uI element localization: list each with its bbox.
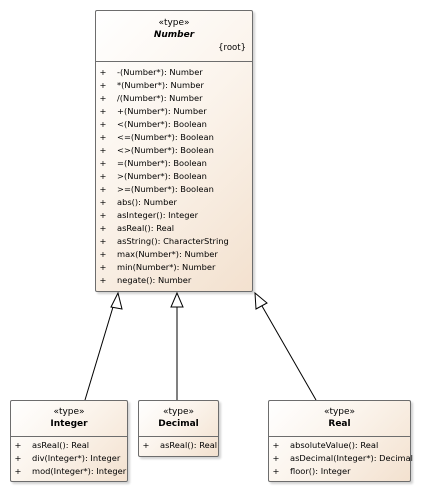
real-operation[interactable]: + floor(): Integer — [269, 465, 410, 478]
real-operations: + absoluteValue(): Real + asDecimal(Integer… — [269, 437, 413, 478]
number-class[interactable]: «type» Number {root} + -(Number*): Number… — [95, 10, 253, 292]
number-operation[interactable]: + max(Number*): Number — [96, 248, 252, 261]
visibility-marker: + — [272, 466, 280, 476]
real-stereotype: «type» — [323, 407, 356, 417]
decimal-generalization-arrowhead — [170, 291, 184, 308]
number-operation[interactable]: + asReal(): Real — [96, 222, 252, 235]
visibility-marker: + — [99, 145, 107, 155]
visibility-marker: + — [99, 67, 107, 77]
number-operation[interactable]: + negate(): Number — [96, 274, 252, 287]
real-operation[interactable]: + absoluteValue(): Real — [269, 439, 410, 452]
visibility-marker: + — [99, 197, 107, 207]
decimal-class-header: «type» Decimal — [139, 401, 218, 437]
operation-signature: <=(Number*): Boolean — [117, 132, 214, 142]
number-operation[interactable]: + >=(Number*): Boolean — [96, 183, 252, 196]
decimal-stereotype: «type» — [162, 407, 195, 417]
visibility-marker: + — [99, 249, 107, 259]
visibility-marker: + — [99, 184, 107, 194]
real-class-name: Real — [328, 419, 351, 429]
operation-signature: absoluteValue(): Real — [290, 440, 379, 450]
integer-class-header: «type» Integer — [11, 401, 127, 437]
decimal-class[interactable]: «type» Decimal + asReal(): Real — [138, 400, 219, 457]
operation-signature: <(Number*): Boolean — [117, 119, 207, 129]
operation-signature: /(Number*): Number — [117, 93, 203, 103]
number-operation[interactable]: + asInteger(): Integer — [96, 209, 252, 222]
operation-signature: max(Number*): Number — [117, 249, 218, 259]
number-operation[interactable]: + /(Number*): Number — [96, 92, 252, 105]
number-operation[interactable]: + <(Number*): Boolean — [96, 118, 252, 131]
number-operation[interactable]: + asString(): CharacterString — [96, 235, 252, 248]
real-generalization-arrowhead — [254, 291, 268, 310]
number-operation[interactable]: + <>(Number*): Boolean — [96, 144, 252, 157]
operation-signature: *(Number*): Number — [117, 80, 204, 90]
number-operations: + -(Number*): Number + *(Number*): Number + /… — [96, 62, 252, 287]
decimal-operations: + asReal(): Real — [139, 437, 218, 452]
visibility-marker: + — [99, 171, 107, 181]
visibility-marker: + — [99, 93, 107, 103]
operation-signature: asDecimal(Integer*): Decimal — [290, 453, 413, 463]
integer-class-name: Integer — [50, 419, 88, 429]
operation-signature: abs(): Number — [117, 197, 177, 207]
number-operation[interactable]: + min(Number*): Number — [96, 261, 252, 274]
operation-signature: asReal(): Real — [117, 223, 175, 233]
integer-stereotype: «type» — [53, 407, 85, 417]
visibility-marker: + — [14, 453, 22, 463]
number-root-tag: {root} — [218, 43, 246, 53]
operation-signature: asInteger(): Integer — [117, 210, 199, 220]
operation-signature: >(Number*): Boolean — [117, 171, 207, 181]
visibility-marker: + — [99, 80, 107, 90]
operation-signature: asString(): CharacterString — [117, 236, 229, 246]
operation-signature: >=(Number*): Boolean — [117, 184, 214, 194]
operation-signature: <>(Number*): Boolean — [117, 145, 214, 155]
visibility-marker: + — [99, 236, 107, 246]
operation-signature: min(Number*): Number — [117, 262, 216, 272]
operation-signature: mod(Integer*): Integer — [32, 466, 127, 476]
real-generalization-line[interactable] — [261, 305, 317, 401]
operation-signature: -(Number*): Number — [117, 67, 203, 77]
visibility-marker: + — [272, 453, 280, 463]
number-class-name: Number — [153, 30, 195, 40]
number-operation[interactable]: + +(Number*): Number — [96, 105, 252, 118]
integer-generalization-line[interactable] — [84, 306, 114, 401]
number-operation[interactable]: + abs(): Number — [96, 196, 252, 209]
number-operation[interactable]: + -(Number*): Number — [96, 66, 252, 79]
visibility-marker: + — [99, 158, 107, 168]
integer-generalization-arrowhead — [110, 291, 123, 310]
integer-operation[interactable]: + mod(Integer*): Integer — [11, 465, 127, 478]
decimal-class-name: Decimal — [158, 419, 199, 429]
operation-signature: =(Number*): Boolean — [117, 158, 207, 168]
number-operation[interactable]: + >(Number*): Boolean — [96, 170, 252, 183]
number-operation[interactable]: + =(Number*): Boolean — [96, 157, 252, 170]
visibility-marker: + — [142, 440, 150, 450]
visibility-marker: + — [14, 440, 22, 450]
visibility-marker: + — [99, 132, 107, 142]
integer-operation[interactable]: + div(Integer*): Integer — [11, 452, 127, 465]
operation-signature: +(Number*): Number — [117, 106, 207, 116]
number-stereotype: «type» — [158, 18, 190, 28]
number-class-header: «type» Number {root} — [96, 11, 252, 62]
number-operation[interactable]: + <=(Number*): Boolean — [96, 131, 252, 144]
visibility-marker: + — [99, 210, 107, 220]
decimal-operation[interactable]: + asReal(): Real — [139, 439, 218, 452]
visibility-marker: + — [99, 119, 107, 129]
operation-signature: asReal(): Real — [160, 440, 218, 450]
visibility-marker: + — [272, 440, 280, 450]
integer-class[interactable]: «type» Integer + asReal(): Real + div(Integ… — [10, 400, 128, 482]
operation-signature: asReal(): Real — [32, 440, 90, 450]
visibility-marker: + — [99, 223, 107, 233]
visibility-marker: + — [14, 466, 22, 476]
operation-signature: negate(): Number — [117, 275, 192, 285]
real-class[interactable]: «type» Real + absoluteValue(): Real + asDec… — [268, 400, 413, 482]
number-operation[interactable]: + *(Number*): Number — [96, 79, 252, 92]
integer-operation[interactable]: + asReal(): Real — [11, 439, 127, 452]
real-operation[interactable]: + asDecimal(Integer*): Decimal — [269, 452, 413, 465]
integer-operations: + asReal(): Real + div(Integer*): Integer + m… — [11, 437, 127, 478]
visibility-marker: + — [99, 262, 107, 272]
real-class-header: «type» Real — [269, 401, 410, 437]
visibility-marker: + — [99, 275, 107, 285]
visibility-marker: + — [99, 106, 107, 116]
operation-signature: div(Integer*): Integer — [32, 453, 121, 463]
operation-signature: floor(): Integer — [290, 466, 351, 476]
